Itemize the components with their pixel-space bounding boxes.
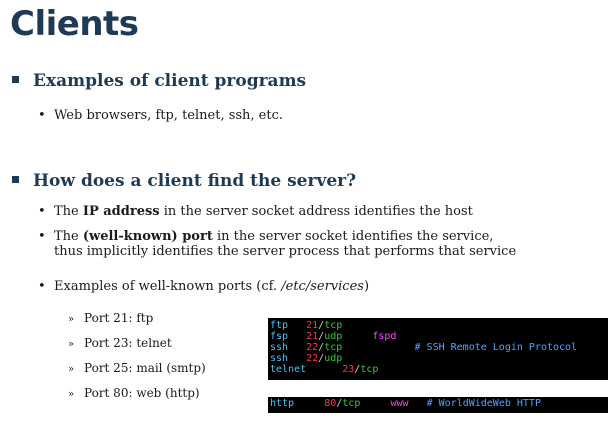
section-heading-client-programs: Examples of client programs xyxy=(12,71,306,91)
bullet-client-examples: •Web browsers, ftp, telnet, ssh, etc. xyxy=(38,108,284,123)
terminal-line: ssh 22/udp xyxy=(270,353,343,364)
dot-bullet-icon: • xyxy=(38,108,46,123)
port-item-telnet: »Port 23: telnet xyxy=(68,336,172,350)
terminal-line: ftp 21/tcp xyxy=(270,320,343,331)
terminal-line: ssh 22/tcp # SSH Remote Login Protocol xyxy=(270,342,578,353)
square-bullet-icon xyxy=(12,76,19,83)
bullet-ip-address: •The IP address in the server socket add… xyxy=(38,204,473,219)
raquo-icon: » xyxy=(68,339,75,350)
raquo-icon: » xyxy=(68,314,75,325)
port-item-smtp: »Port 25: mail (smtp) xyxy=(68,361,206,375)
port-item-ftp: »Port 21: ftp xyxy=(68,311,154,325)
square-bullet-icon xyxy=(12,176,19,183)
dot-bullet-icon: • xyxy=(38,279,46,294)
bullet-well-known-examples: •Examples of well-known ports (cf. /etc/… xyxy=(38,279,370,294)
dot-bullet-icon: • xyxy=(38,204,46,219)
http-services-terminal: http 80/tcp www # WorldWideWeb HTTP xyxy=(268,397,608,413)
slide-title: Clients xyxy=(10,4,139,44)
bullet-well-known-port: •The (well-known) port in the server soc… xyxy=(38,229,517,259)
terminal-line: telnet 23/tcp xyxy=(270,364,379,375)
raquo-icon: » xyxy=(68,389,75,400)
dot-bullet-icon: • xyxy=(38,229,46,244)
raquo-icon: » xyxy=(68,364,75,375)
port-item-http: »Port 80: web (http) xyxy=(68,386,200,400)
terminal-line: fsp 21/udp fspd xyxy=(270,331,397,342)
section-heading-find-server: How does a client find the server? xyxy=(12,171,356,191)
